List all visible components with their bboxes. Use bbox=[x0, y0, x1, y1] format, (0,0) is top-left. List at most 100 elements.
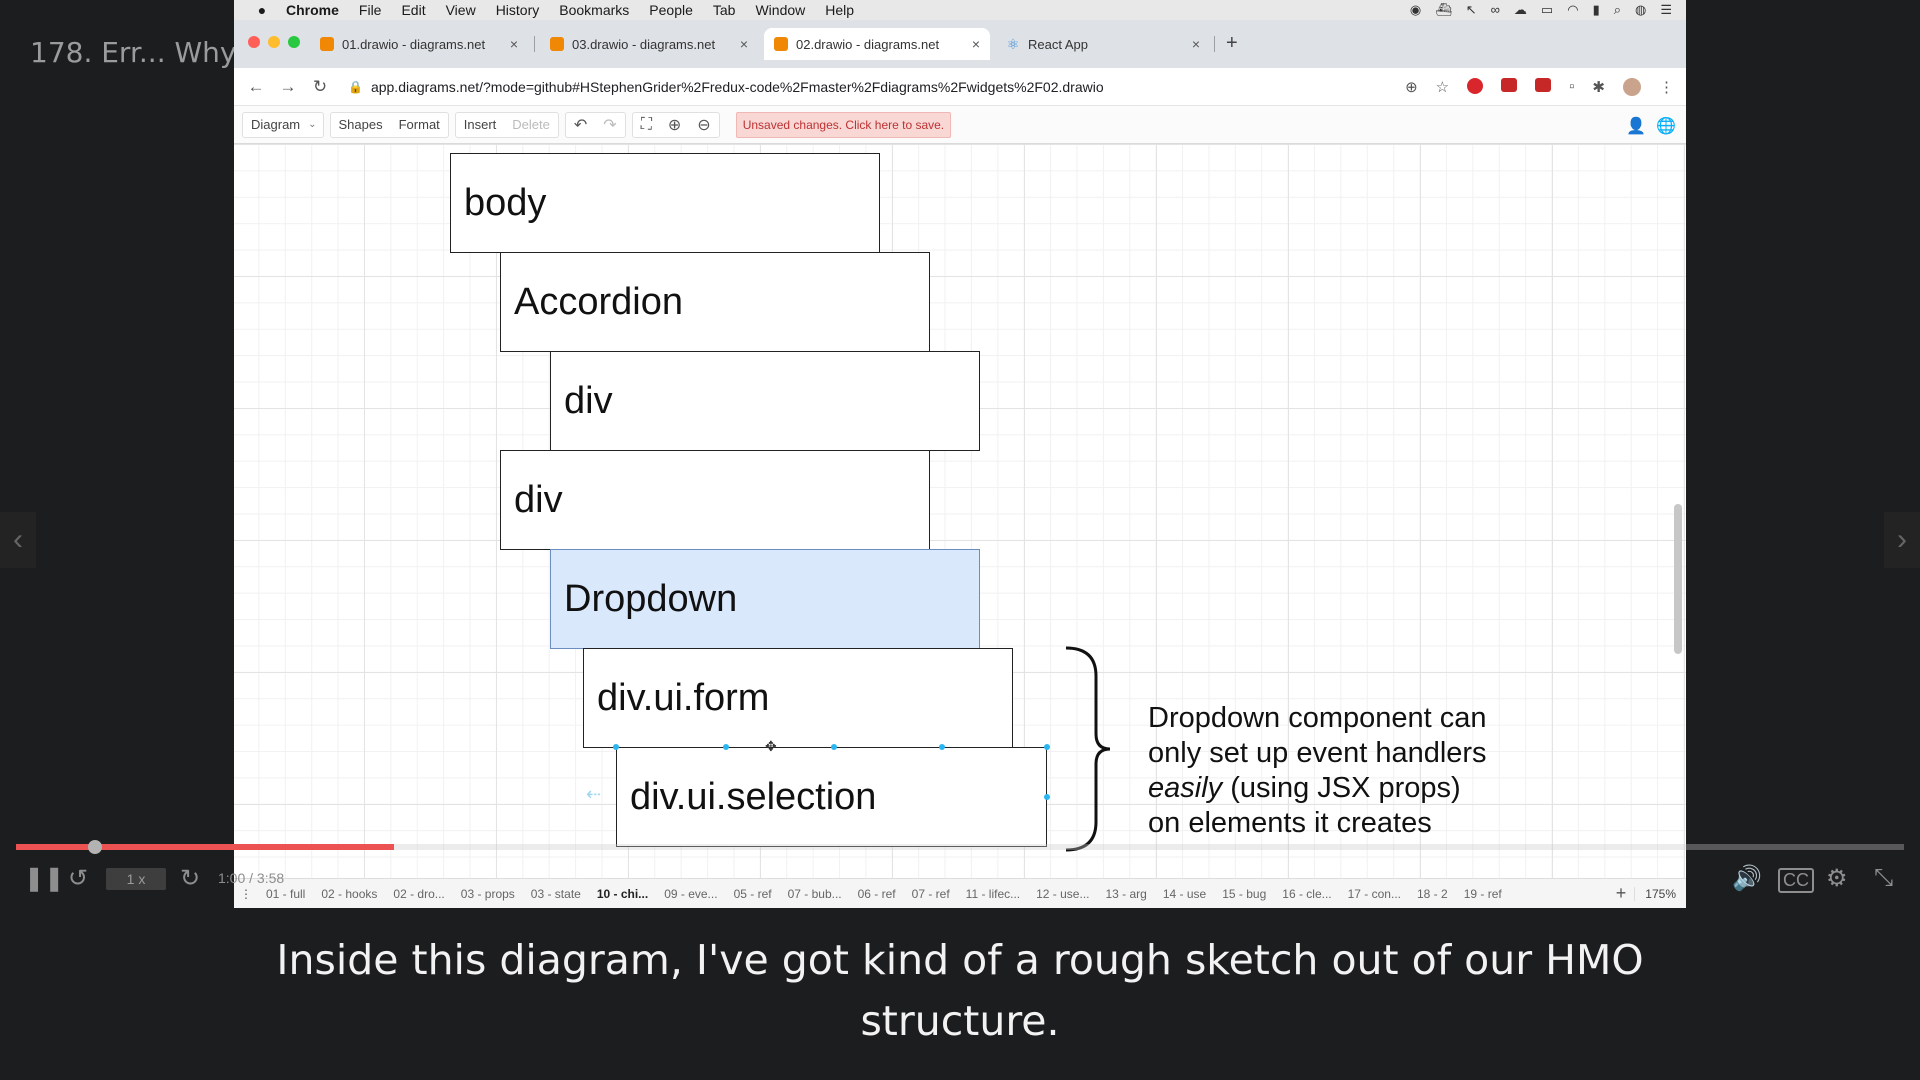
menu-window[interactable]: Window bbox=[755, 2, 806, 18]
menu-file[interactable]: File bbox=[358, 2, 382, 18]
close-window-button[interactable] bbox=[248, 36, 260, 48]
browser-tab[interactable]: ⚛ React App × bbox=[996, 28, 1210, 60]
browser-tab[interactable]: 03.drawio - diagrams.net × bbox=[540, 28, 758, 60]
siri-icon[interactable]: ◍ bbox=[1635, 2, 1647, 17]
cloud-icon[interactable]: ☁ bbox=[1513, 2, 1527, 17]
page-tab-active[interactable]: 10 - chi... bbox=[596, 886, 649, 901]
unsaved-changes-button[interactable]: Unsaved changes. Click here to save. bbox=[735, 111, 952, 138]
diagram-box-div-ui-form[interactable]: div.ui.form bbox=[583, 648, 1013, 748]
extension-icon[interactable] bbox=[1501, 78, 1518, 92]
menu-view[interactable]: View bbox=[445, 2, 476, 18]
page-tab[interactable]: 07 - ref bbox=[911, 886, 950, 901]
display-icon[interactable]: ▭ bbox=[1540, 2, 1554, 17]
zoom-window-button[interactable] bbox=[288, 36, 300, 48]
redo-icon[interactable]: ↷ bbox=[603, 116, 617, 134]
menu-bookmarks[interactable]: Bookmarks bbox=[559, 2, 630, 18]
reload-icon[interactable]: ↻ bbox=[312, 76, 328, 96]
pages-menu-icon[interactable]: ⋮ bbox=[240, 886, 252, 901]
kebab-menu-icon[interactable]: ⋮ bbox=[1659, 79, 1674, 96]
profile-avatar[interactable] bbox=[1623, 78, 1641, 96]
page-tab[interactable]: 02 - dro... bbox=[393, 886, 445, 901]
forward-icon[interactable]: → bbox=[279, 76, 297, 96]
star-icon[interactable]: ☆ bbox=[1435, 79, 1450, 96]
browser-tab[interactable]: 01.drawio - diagrams.net × bbox=[310, 28, 528, 60]
browser-tab-active[interactable]: 02.drawio - diagrams.net × bbox=[764, 28, 990, 60]
page-tab[interactable]: 01 - full bbox=[266, 886, 306, 901]
page-tab[interactable]: 07 - bub... bbox=[787, 886, 842, 901]
zoom-level[interactable]: 175% bbox=[1634, 886, 1686, 901]
selection-handle[interactable] bbox=[1044, 744, 1050, 750]
apple-icon[interactable]: ● bbox=[257, 2, 267, 18]
volume-icon[interactable]: 🔊 bbox=[1732, 865, 1762, 892]
url-field[interactable]: app.diagrams.net/?mode=github#HStephenGr… bbox=[370, 78, 1104, 95]
install-icon[interactable]: ⊕ bbox=[1405, 79, 1418, 96]
page-tab[interactable]: 09 - eve... bbox=[664, 886, 718, 901]
format-button[interactable]: Format bbox=[398, 117, 440, 132]
wifi-icon[interactable]: ◠ bbox=[1567, 2, 1579, 17]
close-tab-icon[interactable]: × bbox=[509, 36, 518, 52]
extension-icon[interactable]: ▫ bbox=[1569, 78, 1575, 95]
diagram-box-accordion[interactable]: Accordion bbox=[500, 252, 930, 352]
diagram-box-div[interactable]: div bbox=[500, 450, 930, 550]
zoom-in-icon[interactable]: ⊕ bbox=[667, 116, 682, 134]
page-tab[interactable]: 05 - ref bbox=[733, 886, 772, 901]
shapes-button[interactable]: Shapes bbox=[338, 117, 383, 132]
status-icon[interactable]: ◉ bbox=[1409, 2, 1422, 17]
menu-chrome[interactable]: Chrome bbox=[286, 2, 339, 18]
vertical-scrollbar[interactable] bbox=[1674, 504, 1682, 654]
glasses-icon[interactable]: ∞ bbox=[1490, 2, 1500, 17]
page-tab[interactable]: 03 - state bbox=[530, 886, 581, 901]
close-tab-icon[interactable]: × bbox=[1191, 36, 1200, 52]
selection-handle[interactable] bbox=[831, 744, 837, 750]
undo-icon[interactable]: ↶ bbox=[573, 116, 588, 134]
menu-people[interactable]: People bbox=[649, 2, 693, 18]
selection-handle[interactable] bbox=[1044, 794, 1050, 800]
exit-fullscreen-icon[interactable]: ⤡ bbox=[1874, 864, 1894, 891]
page-tab[interactable]: 15 - bug bbox=[1222, 886, 1267, 901]
captions-icon[interactable]: CC bbox=[1778, 868, 1814, 893]
rewind-icon[interactable]: ↺ bbox=[68, 865, 89, 892]
page-tab[interactable]: 06 - ref bbox=[857, 886, 896, 901]
globe-icon[interactable]: 🌐 bbox=[1656, 118, 1676, 135]
page-tab[interactable]: 16 - cle... bbox=[1282, 886, 1332, 901]
diagram-menu[interactable]: Diagram ⌄ bbox=[242, 111, 324, 138]
menu-tab[interactable]: Tab bbox=[712, 2, 736, 18]
selection-handle[interactable] bbox=[939, 744, 945, 750]
previous-lecture-button[interactable]: ‹ bbox=[0, 512, 36, 568]
insert-button[interactable]: Insert bbox=[463, 117, 497, 132]
fullscreen-icon[interactable]: ⛶ bbox=[640, 115, 652, 133]
delete-button[interactable]: Delete bbox=[512, 117, 550, 132]
puzzle-icon[interactable]: ✱ bbox=[1592, 79, 1605, 96]
diagram-box-body[interactable]: body bbox=[450, 153, 880, 253]
minimize-window-button[interactable] bbox=[268, 36, 280, 48]
next-lecture-button[interactable]: › bbox=[1884, 512, 1920, 568]
page-tab[interactable]: 11 - lifec... bbox=[965, 886, 1021, 901]
search-icon[interactable]: ⌕ bbox=[1613, 2, 1621, 17]
close-tab-icon[interactable]: × bbox=[971, 36, 980, 52]
battery-icon[interactable]: ▮ bbox=[1592, 2, 1600, 17]
diagram-note[interactable]: Dropdown component can only set up event… bbox=[1148, 701, 1487, 841]
menu-help[interactable]: Help bbox=[825, 2, 855, 18]
back-icon[interactable]: ← bbox=[247, 76, 265, 96]
progress-marker[interactable] bbox=[88, 840, 102, 854]
page-tab[interactable]: 17 - con... bbox=[1347, 886, 1401, 901]
page-tab[interactable]: 14 - use bbox=[1162, 886, 1207, 901]
playback-speed-button[interactable]: 1 x bbox=[106, 868, 166, 890]
pause-icon[interactable]: ❚❚ bbox=[24, 865, 65, 892]
diagram-button[interactable]: Diagram bbox=[251, 117, 301, 132]
page-tab[interactable]: 02 - hooks bbox=[321, 886, 378, 901]
page-tab[interactable]: 18 - 2 bbox=[1417, 886, 1448, 901]
lock-icon[interactable]: 🔒 bbox=[348, 79, 363, 94]
new-tab-button[interactable]: + bbox=[1226, 32, 1238, 54]
list-icon[interactable]: ☰ bbox=[1660, 2, 1672, 17]
extension-icon[interactable] bbox=[1535, 78, 1552, 92]
page-tab[interactable]: 19 - ref bbox=[1463, 886, 1502, 901]
menu-edit[interactable]: Edit bbox=[401, 2, 426, 18]
page-tab[interactable]: 13 - arg bbox=[1105, 886, 1147, 901]
opera-extension-icon[interactable] bbox=[1467, 78, 1484, 94]
arrow-left-icon[interactable]: ⇠ bbox=[586, 784, 602, 804]
page-tab[interactable]: 03 - props bbox=[460, 886, 515, 901]
menu-history[interactable]: History bbox=[495, 2, 540, 18]
selection-handle[interactable] bbox=[613, 744, 619, 750]
diagram-box-div-ui-selection[interactable]: div.ui.selection bbox=[616, 747, 1047, 847]
